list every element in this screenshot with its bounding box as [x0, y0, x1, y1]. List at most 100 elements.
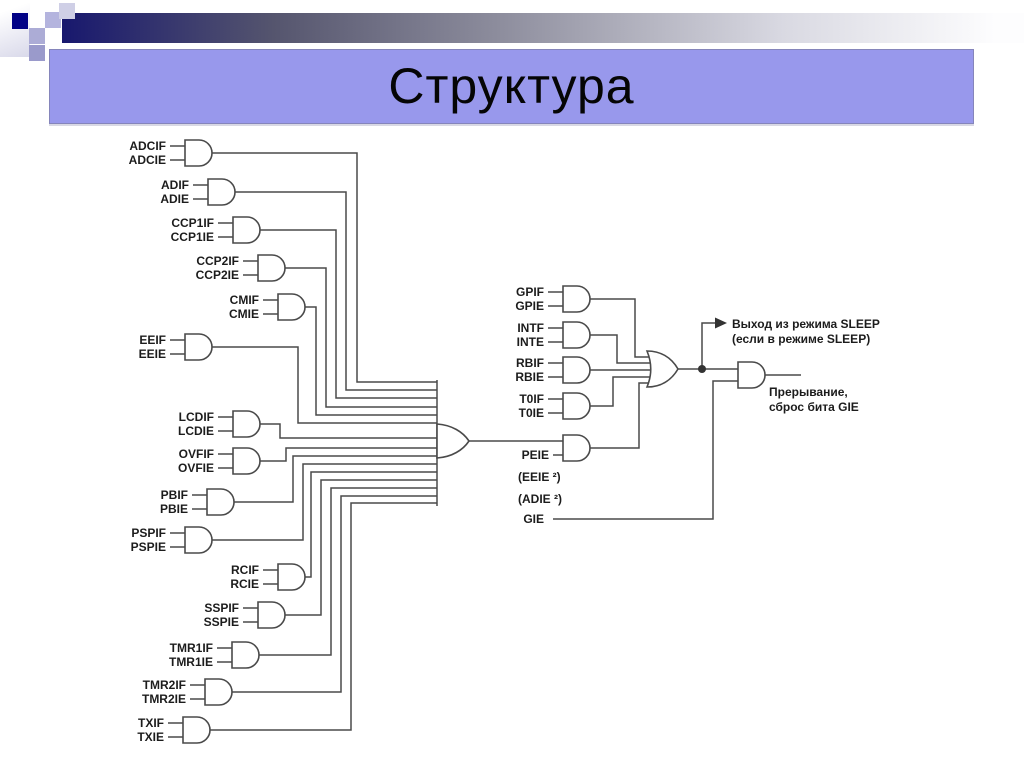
label-t0ie: T0IE — [519, 406, 544, 420]
decor-square-lavender-3 — [29, 28, 45, 44]
and-gate-peie — [553, 434, 591, 462]
label-adie: ADIE — [160, 192, 189, 206]
label-tmr1ie: TMR1IE — [169, 655, 213, 669]
label-adcie: ADCIE — [129, 153, 166, 167]
and-gate-adif — [193, 178, 236, 206]
and-gate-cmif — [263, 293, 306, 321]
label-pbie: PBIE — [160, 502, 188, 516]
label-adcif: ADCIF — [129, 139, 166, 153]
annotation-labels: Выход из режима SLEEP (если в режиме SLE… — [732, 317, 880, 414]
label-inte: INTE — [517, 335, 544, 349]
wire-gpif — [590, 298, 654, 358]
label-lcdie: LCDIE — [178, 424, 214, 438]
label-pspif: PSPIF — [131, 526, 166, 540]
label-ccp1ie: CCP1IE — [171, 230, 214, 244]
label-rcif: RCIF — [231, 563, 259, 577]
right-and-gates — [548, 285, 591, 462]
and-gate-adcif — [170, 139, 213, 167]
and-gate-pbif — [192, 488, 235, 516]
label-sspif: SSPIF — [204, 601, 239, 615]
label-pbif: PBIF — [161, 488, 188, 502]
wire-adcif — [212, 152, 437, 383]
wire-cmif — [305, 306, 437, 416]
and-gate-tmr1if — [217, 641, 260, 669]
label-tmr2if: TMR2IF — [143, 678, 186, 692]
label-ovfif: OVFIF — [179, 447, 214, 461]
wire-t0if — [590, 376, 654, 407]
decor-square-lavender-1 — [45, 12, 61, 28]
and-gate-lcdif — [218, 410, 261, 438]
or1-body — [436, 423, 470, 459]
label-ovfie: OVFIE — [178, 461, 214, 475]
label-gie: GIE — [523, 512, 544, 526]
label-rcie: RCIE — [230, 577, 259, 591]
wire-ccp2if — [285, 267, 437, 408]
and-gate-ovfif — [218, 447, 261, 475]
decor-square-lavender-4 — [29, 45, 45, 61]
corner-gradient-square — [0, 3, 30, 57]
and-gate-rcif — [263, 563, 306, 591]
label-cmie: CMIE — [229, 307, 259, 321]
label-eeif: EEIF — [139, 333, 166, 347]
label-adif: ADIF — [161, 178, 189, 192]
central-or-gate — [436, 380, 470, 506]
wire-peie-out — [590, 382, 654, 449]
slide-title: Структура — [388, 58, 635, 114]
final-and-gate — [737, 361, 766, 389]
label-sleep-exit-1: Выход из режима SLEEP — [732, 317, 880, 331]
label-peie: PEIE — [522, 448, 549, 462]
wire-rcif — [305, 471, 437, 578]
wire-pspif — [212, 463, 437, 541]
label-txie: TXIE — [137, 730, 164, 744]
label-tmr2ie: TMR2IE — [142, 692, 186, 706]
wire-routing — [210, 152, 801, 731]
and-gate-ccp1if — [218, 216, 261, 244]
label-peie-note-adie: (ADIE ²) — [518, 492, 562, 506]
label-rbif: RBIF — [516, 356, 544, 370]
wire-sspif — [285, 479, 437, 616]
gate-labels: ADCIF ADCIE ADIF ADIE CCP1IF CCP1IE CCP2… — [129, 139, 562, 744]
label-t0if: T0IF — [519, 392, 544, 406]
label-eeie: EEIE — [139, 347, 166, 361]
wire-pbif — [234, 455, 437, 503]
label-interrupt-2: сброс бита GIE — [769, 400, 859, 414]
label-txif: TXIF — [138, 716, 164, 730]
decor-square-lavender-2 — [59, 3, 75, 19]
wire-sleep-branch — [701, 322, 715, 369]
and-gate-txif — [168, 716, 211, 744]
wire-tmr2if — [232, 495, 437, 693]
decor-square-navy — [12, 13, 28, 29]
wire-gie — [553, 380, 738, 520]
label-ccp1if: CCP1IF — [171, 216, 214, 230]
and-gate-ccp2if — [243, 254, 286, 282]
label-cmif: CMIF — [230, 293, 259, 307]
label-interrupt-1: Прерывание, — [769, 385, 848, 399]
junction-dot — [698, 365, 706, 373]
and-gate-tmr2if — [190, 678, 233, 706]
label-sspie: SSPIE — [204, 615, 239, 629]
label-pspie: PSPIE — [131, 540, 166, 554]
header-gradient-bar — [62, 13, 1024, 43]
label-peie-note-eeie: (EEIE ²) — [518, 470, 561, 484]
title-banner: Структура — [49, 49, 974, 124]
left-and-gates — [168, 139, 306, 744]
wire-eeif — [212, 346, 437, 424]
wire-lcdif — [260, 423, 437, 439]
and-gate-intf — [548, 321, 591, 349]
label-gpif: GPIF — [516, 285, 544, 299]
wire-ovfif — [260, 447, 437, 462]
label-lcdif: LCDIF — [179, 410, 214, 424]
wire-txif — [210, 502, 437, 731]
label-tmr1if: TMR1IF — [170, 641, 213, 655]
right-or-gate — [645, 350, 679, 388]
label-intf: INTF — [517, 321, 544, 335]
label-sleep-exit-2: (если в режиме SLEEP) — [732, 332, 870, 346]
wire-ccp1if — [260, 229, 437, 399]
and-gate-sspif — [243, 601, 286, 629]
label-gpie: GPIE — [515, 299, 544, 313]
arrowhead-icon — [715, 317, 727, 329]
and-gate-rbif — [548, 356, 591, 384]
label-ccp2ie: CCP2IE — [196, 268, 239, 282]
